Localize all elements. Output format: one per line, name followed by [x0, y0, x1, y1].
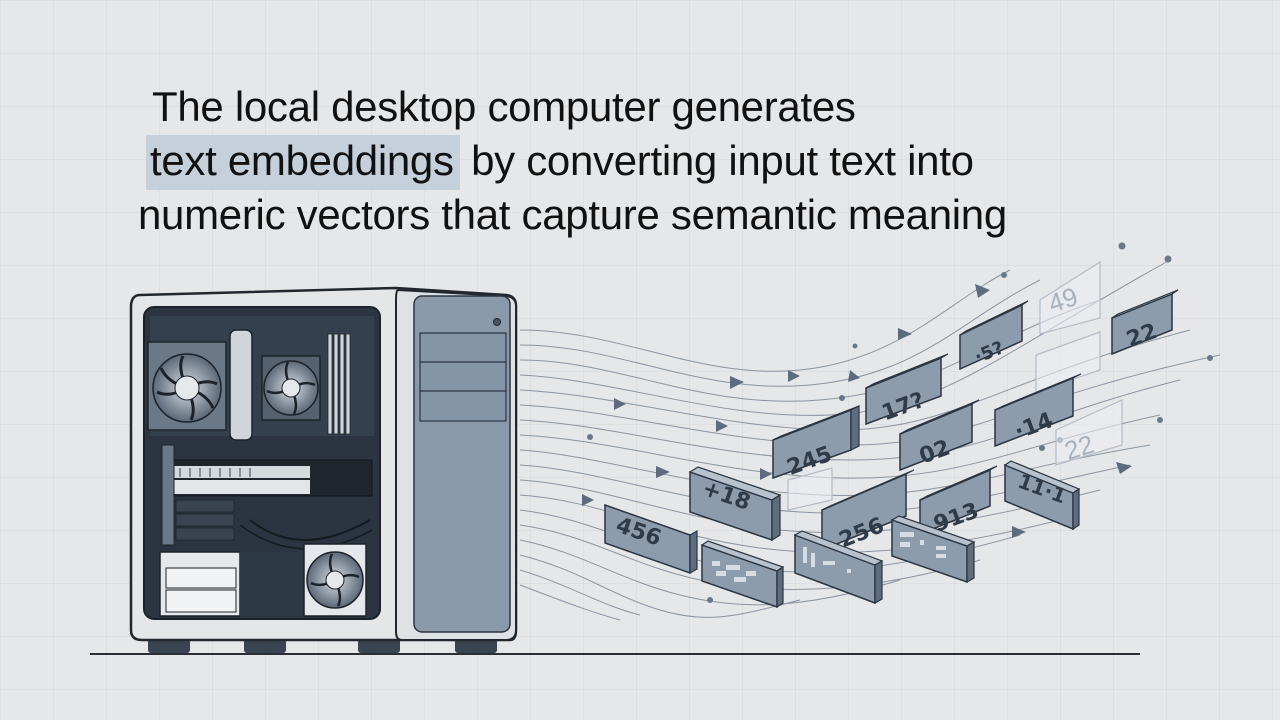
- vector-block: 245: [772, 405, 860, 481]
- vector-block: 11·1: [1003, 460, 1081, 531]
- desktop-computer: [129, 286, 518, 653]
- drive-bay: [419, 361, 507, 393]
- vector-block-glyph: [700, 540, 785, 609]
- highlighted-phrase: text embeddings: [146, 135, 460, 190]
- vector-block-glyph: [890, 515, 976, 584]
- ghost-blocks: 49 22: [787, 260, 1123, 511]
- vector-block-glyph: [793, 530, 884, 605]
- caption-line-1: The local desktop computer generates: [152, 83, 856, 130]
- drive-bay: [419, 390, 507, 422]
- vector-block: 913: [919, 465, 998, 538]
- caption-line-3: numeric vectors that capture semantic me…: [138, 191, 1007, 238]
- vector-block: ·5?: [959, 300, 1029, 371]
- vector-blocks: 456 +18 245 17? ·5?: [604, 289, 1179, 609]
- vector-block: 22: [1111, 289, 1179, 356]
- caption-line-2-rest: by converting input text into: [459, 137, 974, 184]
- vector-block: +18: [688, 466, 782, 542]
- vector-block: 02: [899, 399, 980, 472]
- arrow-icons: [582, 284, 1132, 538]
- vector-block: ·14: [994, 373, 1082, 448]
- vector-block: 456: [604, 503, 698, 575]
- vector-block: 256: [821, 469, 915, 553]
- caption-text: The local desktop computer generates tex…: [138, 80, 1138, 242]
- power-button-icon: [493, 318, 501, 326]
- caption-line-2: text embeddings by converting input text…: [138, 134, 1138, 190]
- drive-bay: [419, 332, 507, 364]
